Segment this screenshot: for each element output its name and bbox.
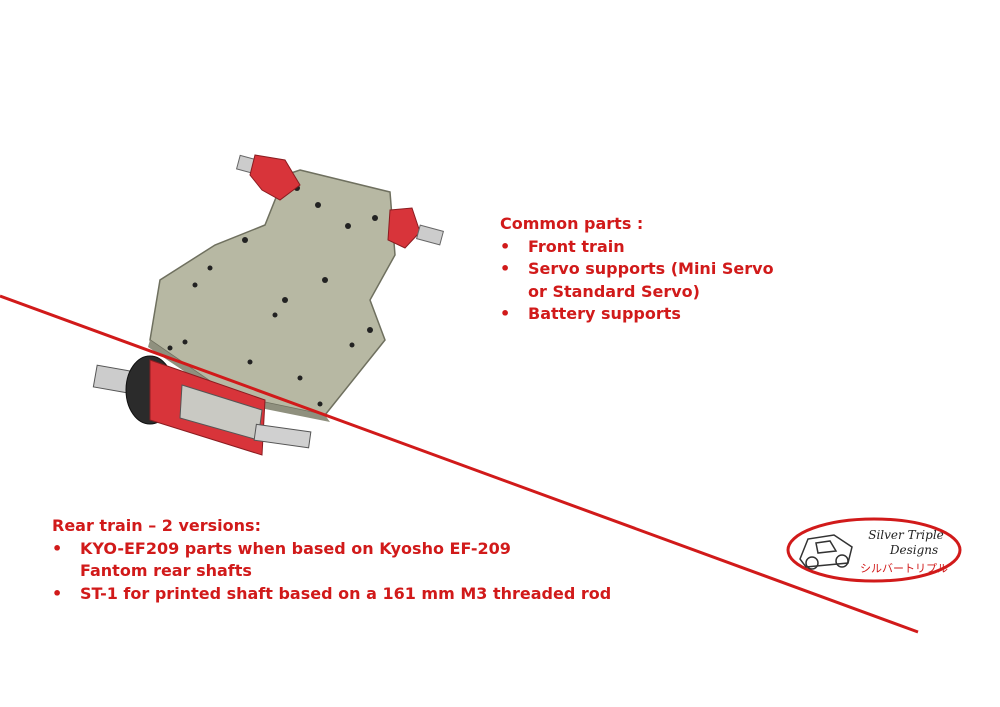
logo-katakana: シルバートリプル [860, 562, 948, 575]
silver-triple-designs-logo: Silver Triple Designs シルバートリプル [786, 517, 962, 583]
chassis-plate [148, 169, 396, 422]
rear-train-list: KYO-EF209 parts when based on Kyosho EF-… [52, 538, 612, 606]
list-item: Front train [500, 236, 790, 259]
rear-train-parts [92, 355, 312, 456]
common-parts-section: Common parts : Front train Servo support… [500, 213, 790, 326]
divider-line [0, 294, 919, 634]
list-item: ST-1 for printed shaft based on a 161 mm… [52, 583, 612, 606]
logo-line2: Designs [889, 543, 938, 557]
common-parts-list: Front train Servo supports (Mini Servo o… [500, 236, 790, 326]
car-icon [799, 534, 853, 570]
logo-line1: Silver Triple [868, 528, 944, 542]
list-item: Servo supports (Mini Servo or Standard S… [500, 258, 790, 303]
rear-train-section: Rear train – 2 versions: KYO-EF209 parts… [52, 515, 612, 605]
common-parts-title: Common parts : [500, 214, 644, 233]
list-item: Battery supports [500, 303, 790, 326]
list-item: KYO-EF209 parts when based on Kyosho EF-… [52, 538, 550, 583]
rear-train-title: Rear train – 2 versions: [52, 516, 261, 535]
front-train-parts [235, 154, 445, 249]
